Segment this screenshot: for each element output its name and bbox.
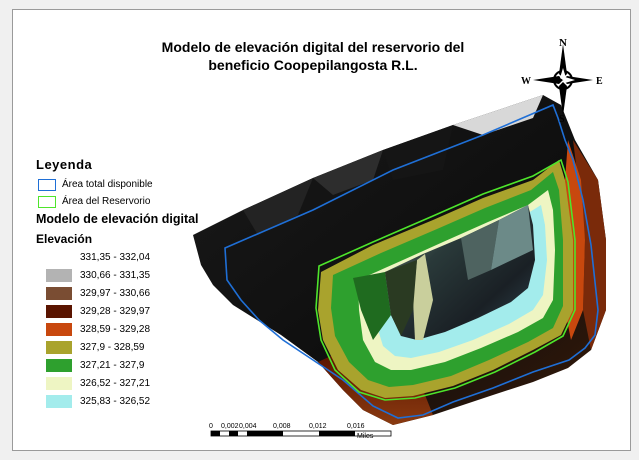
elevation-class-list: 331,35 - 332,04 330,66 - 331,35 329,97 -… bbox=[36, 248, 236, 410]
scale-tick-label: 0,008 bbox=[273, 423, 291, 430]
north-arrow: N S W E bbox=[519, 37, 607, 127]
legend-model-title: Modelo de elevación digital bbox=[36, 212, 199, 226]
elevation-class-swatch bbox=[46, 340, 72, 354]
map-title-line-1: Modelo de elevación digital del reservor… bbox=[161, 39, 465, 55]
elevation-class-swatch bbox=[46, 394, 72, 408]
elevation-class-item: 329,28 - 329,97 bbox=[36, 302, 236, 320]
elevation-class-swatch bbox=[46, 268, 72, 282]
map-title-line-2: beneficio Coopepilangosta R.L. bbox=[208, 57, 418, 73]
legend-elevation-title: Elevación bbox=[36, 232, 93, 246]
compass-north-label: N bbox=[559, 38, 567, 49]
legend-title: Leyenda bbox=[36, 157, 93, 172]
elevation-class-item: 328,59 - 329,28 bbox=[36, 320, 236, 338]
map-layout-frame: Modelo de elevación digital del reservor… bbox=[12, 9, 631, 451]
scale-tick-label: 0,012 bbox=[309, 423, 327, 430]
map-legend: Leyenda Área total disponible Área del R… bbox=[36, 157, 236, 410]
elevation-class-label: 325,83 - 326,52 bbox=[80, 395, 151, 407]
scale-bar-segments bbox=[210, 430, 392, 437]
scale-unit-label: Miles bbox=[357, 433, 374, 440]
reservoir-pit-facet bbox=[413, 254, 433, 340]
elevation-class-label: 327,21 - 327,9 bbox=[80, 359, 145, 371]
elevation-class-item: 330,66 - 331,35 bbox=[36, 266, 236, 284]
elevation-class-swatch bbox=[46, 376, 72, 390]
compass-south-label: S bbox=[559, 114, 565, 122]
elevation-class-label: 328,59 - 329,28 bbox=[80, 323, 151, 335]
elevation-class-label: 327,9 - 328,59 bbox=[80, 341, 145, 353]
elevation-class-label: 326,52 - 327,21 bbox=[80, 377, 151, 389]
reservoir-pit-facet bbox=[491, 205, 533, 270]
total-area-swatch bbox=[38, 178, 56, 191]
reservoir-pit-facet bbox=[461, 220, 499, 280]
terrain-facet-high bbox=[453, 95, 543, 135]
elevation-model-map[interactable] bbox=[13, 10, 630, 450]
elevation-class-item: 327,21 - 327,9 bbox=[36, 356, 236, 374]
elevation-class-label: 331,35 - 332,04 bbox=[80, 251, 151, 263]
elevation-class-label: 329,97 - 330,66 bbox=[80, 287, 151, 299]
elevation-class-item: 329,97 - 330,66 bbox=[36, 284, 236, 302]
scale-tick-label: 0,002 bbox=[221, 423, 239, 430]
compass-east-label: E bbox=[596, 76, 603, 87]
compass-rose-icon bbox=[533, 44, 593, 116]
map-title: Modelo de elevación digital del reservor… bbox=[113, 38, 513, 74]
scale-tick-label: 0,016 bbox=[347, 423, 365, 430]
terrain-facet-grey bbox=[243, 178, 313, 235]
reservoir-pit-facet bbox=[385, 260, 417, 336]
reservoir-pit-facet bbox=[353, 272, 391, 340]
elevation-class-label: 330,66 - 331,35 bbox=[80, 269, 151, 281]
elevation-class-swatch bbox=[46, 322, 72, 336]
elevation-class-swatch bbox=[46, 286, 72, 300]
scale-bar: 0 0,002 0,004 0,008 0,012 0,016 Miles bbox=[209, 418, 399, 445]
scale-tick-label: 0,004 bbox=[239, 423, 257, 430]
compass-west-label: W bbox=[521, 76, 531, 87]
terrain-facet-grey bbox=[313, 150, 383, 195]
elevation-class-item: 326,52 - 327,21 bbox=[36, 374, 236, 392]
elevation-class-swatch bbox=[46, 304, 72, 318]
elevation-class-item: 327,9 - 328,59 bbox=[36, 338, 236, 356]
reservoir-area-outline bbox=[315, 158, 576, 401]
reservoir-area-swatch bbox=[38, 195, 56, 208]
scale-tick-label: 0 bbox=[209, 423, 213, 430]
legend-item-total-area: Área total disponible bbox=[36, 176, 236, 193]
legend-item-label: Área total disponible bbox=[62, 179, 153, 190]
elevation-class-swatch bbox=[46, 250, 72, 264]
legend-item-reservoir-area: Área del Reservorio bbox=[36, 193, 236, 210]
total-area-outline bbox=[224, 103, 599, 419]
elevation-class-item: 331,35 - 332,04 bbox=[36, 248, 236, 266]
legend-item-label: Área del Reservorio bbox=[62, 196, 151, 207]
elevation-class-item: 325,83 - 326,52 bbox=[36, 392, 236, 410]
elevation-class-swatch bbox=[46, 358, 72, 372]
elevation-class-label: 329,28 - 329,97 bbox=[80, 305, 151, 317]
